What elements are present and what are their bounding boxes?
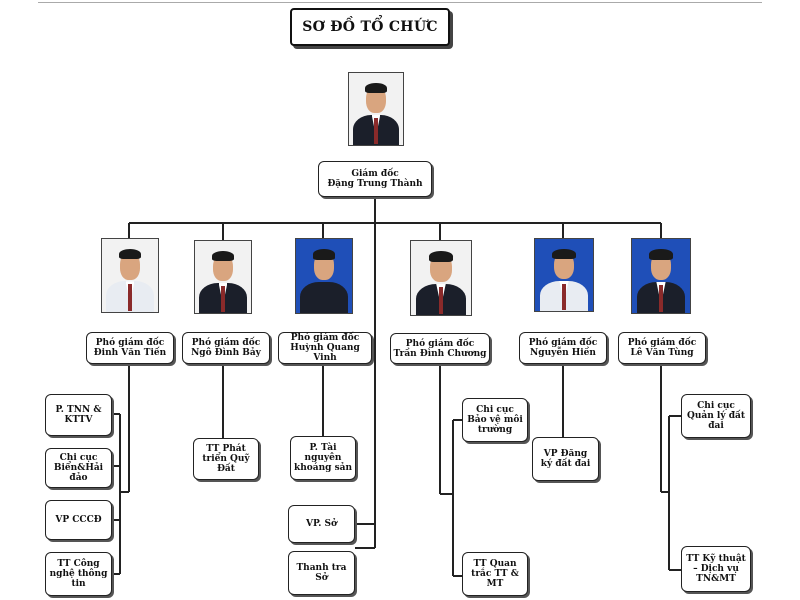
unit-line: đai [708, 421, 724, 431]
unit-tnn-kttv[interactable]: P. TNN & KTTV [45, 394, 112, 436]
unit-line: triển Quỹ [202, 454, 250, 464]
unit-line: đảo [69, 473, 88, 483]
deputy-6-role: Phó giám đốc [627, 338, 697, 348]
unit-vp-cccd[interactable]: VP CCCĐ [45, 500, 112, 540]
director-name: Đặng Trung Thành [327, 179, 423, 189]
unit-tt-quan-trac[interactable]: TT Quan trắc TT & MT [462, 552, 528, 596]
deputy-1-photo [101, 238, 159, 313]
unit-tt-ky-thuat[interactable]: TT Kỹ thuật – Dịch vụ TN&MT [681, 546, 751, 592]
unit-line: tin [71, 579, 86, 589]
top-rule [38, 2, 762, 3]
unit-chi-cuc-qldd[interactable]: Chi cục Quản lý đất đai [681, 394, 751, 438]
deputy-3-name: Huỳnh Quang Vinh [290, 343, 360, 363]
deputy-2-photo [194, 240, 252, 314]
deputy-4-box[interactable]: Phó giám đốc Trần Đình Chương [390, 333, 490, 364]
deputy-5-box[interactable]: Phó giám đốc Nguyễn Hiền [519, 332, 607, 364]
deputy-6-box[interactable]: Phó giám đốc Lê Văn Tùng [618, 332, 706, 364]
unit-line: Sở [315, 573, 328, 583]
deputy-5-name: Nguyễn Hiền [530, 348, 596, 358]
unit-chi-cuc-bvmt[interactable]: Chi cục Bảo vệ môi trường [462, 398, 528, 442]
unit-line: Thanh tra [296, 563, 347, 573]
unit-tt-phat-trien-quy-dat[interactable]: TT Phát triển Quỹ Đất [193, 438, 259, 480]
unit-line: P. TNN & [55, 405, 102, 415]
unit-line: P. Tài [309, 443, 337, 453]
unit-vp-so[interactable]: VP. Sở [288, 505, 355, 543]
deputy-4-name: Trần Đình Chương [393, 348, 487, 359]
unit-line: khoáng sản [293, 463, 353, 473]
deputy-3-photo [295, 238, 353, 314]
deputy-1-role: Phó giám đốc [95, 338, 165, 348]
unit-line: – Dịch vụ [693, 564, 739, 574]
deputy-5-photo [534, 238, 594, 312]
unit-vp-dang-ky-dat-dai[interactable]: VP Đăng ký đất đai [532, 437, 599, 481]
unit-line: TN&MT [696, 574, 736, 584]
unit-line: VP Đăng [543, 449, 588, 459]
unit-line: Bảo vệ môi [467, 415, 523, 425]
deputy-3-box[interactable]: Phó giám đốc Huỳnh Quang Vinh [278, 332, 372, 364]
deputy-3-role: Phó giám đốc [290, 333, 360, 343]
unit-line: MT [486, 579, 504, 589]
deputy-1-box[interactable]: Phó giám đốc Đinh Văn Tiến [86, 332, 174, 364]
deputy-6-name: Lê Văn Tùng [630, 348, 694, 358]
unit-line: ký đất đai [540, 459, 591, 469]
unit-line: VP. Sở [305, 519, 338, 529]
unit-line: TT Kỹ thuật [686, 554, 746, 564]
unit-line: trắc TT & [471, 569, 519, 579]
unit-line: Đất [217, 464, 235, 474]
deputy-2-box[interactable]: Phó giám đốc Ngô Đình Bảy [182, 332, 270, 364]
deputy-5-role: Phó giám đốc [528, 338, 598, 348]
unit-line: Chi cục [59, 453, 98, 463]
deputy-2-role: Phó giám đốc [191, 338, 261, 348]
deputy-6-photo [631, 238, 691, 314]
unit-line: KTTV [64, 415, 93, 425]
unit-line: TT Phát [206, 444, 246, 454]
deputy-4-role: Phó giám đốc [405, 338, 475, 349]
deputy-1-name: Đinh Văn Tiến [93, 348, 167, 358]
director-role: Giám đốc [351, 169, 399, 179]
unit-chi-cuc-bien[interactable]: Chi cục Biển&Hải đảo [45, 448, 112, 488]
unit-line: nghệ thông [49, 569, 108, 579]
director-box[interactable]: Giám đốc Đặng Trung Thành [318, 161, 432, 197]
unit-line: Chi cục [476, 405, 514, 415]
director-photo [348, 72, 404, 146]
unit-line: VP CCCĐ [55, 515, 102, 525]
unit-line: Quản lý đất [687, 411, 745, 421]
unit-line: trường [477, 425, 513, 435]
unit-p-tai-nguyen[interactable]: P. Tài nguyên khoáng sản [290, 436, 356, 480]
deputy-2-name: Ngô Đình Bảy [191, 348, 261, 358]
unit-line: TT Quan [473, 559, 517, 569]
unit-line: nguyên [304, 453, 342, 463]
page-title: SƠ ĐỒ TỔ CHỨC [290, 8, 450, 46]
unit-line: Chi cục [697, 401, 735, 411]
page-title-text: SƠ ĐỒ TỔ CHỨC [302, 19, 438, 35]
unit-thanh-tra-so[interactable]: Thanh tra Sở [288, 551, 355, 595]
deputy-4-photo [410, 240, 472, 316]
unit-line: Biển&Hải [53, 463, 104, 473]
unit-line: TT Công [57, 559, 100, 569]
unit-tt-cntt[interactable]: TT Công nghệ thông tin [45, 552, 112, 596]
